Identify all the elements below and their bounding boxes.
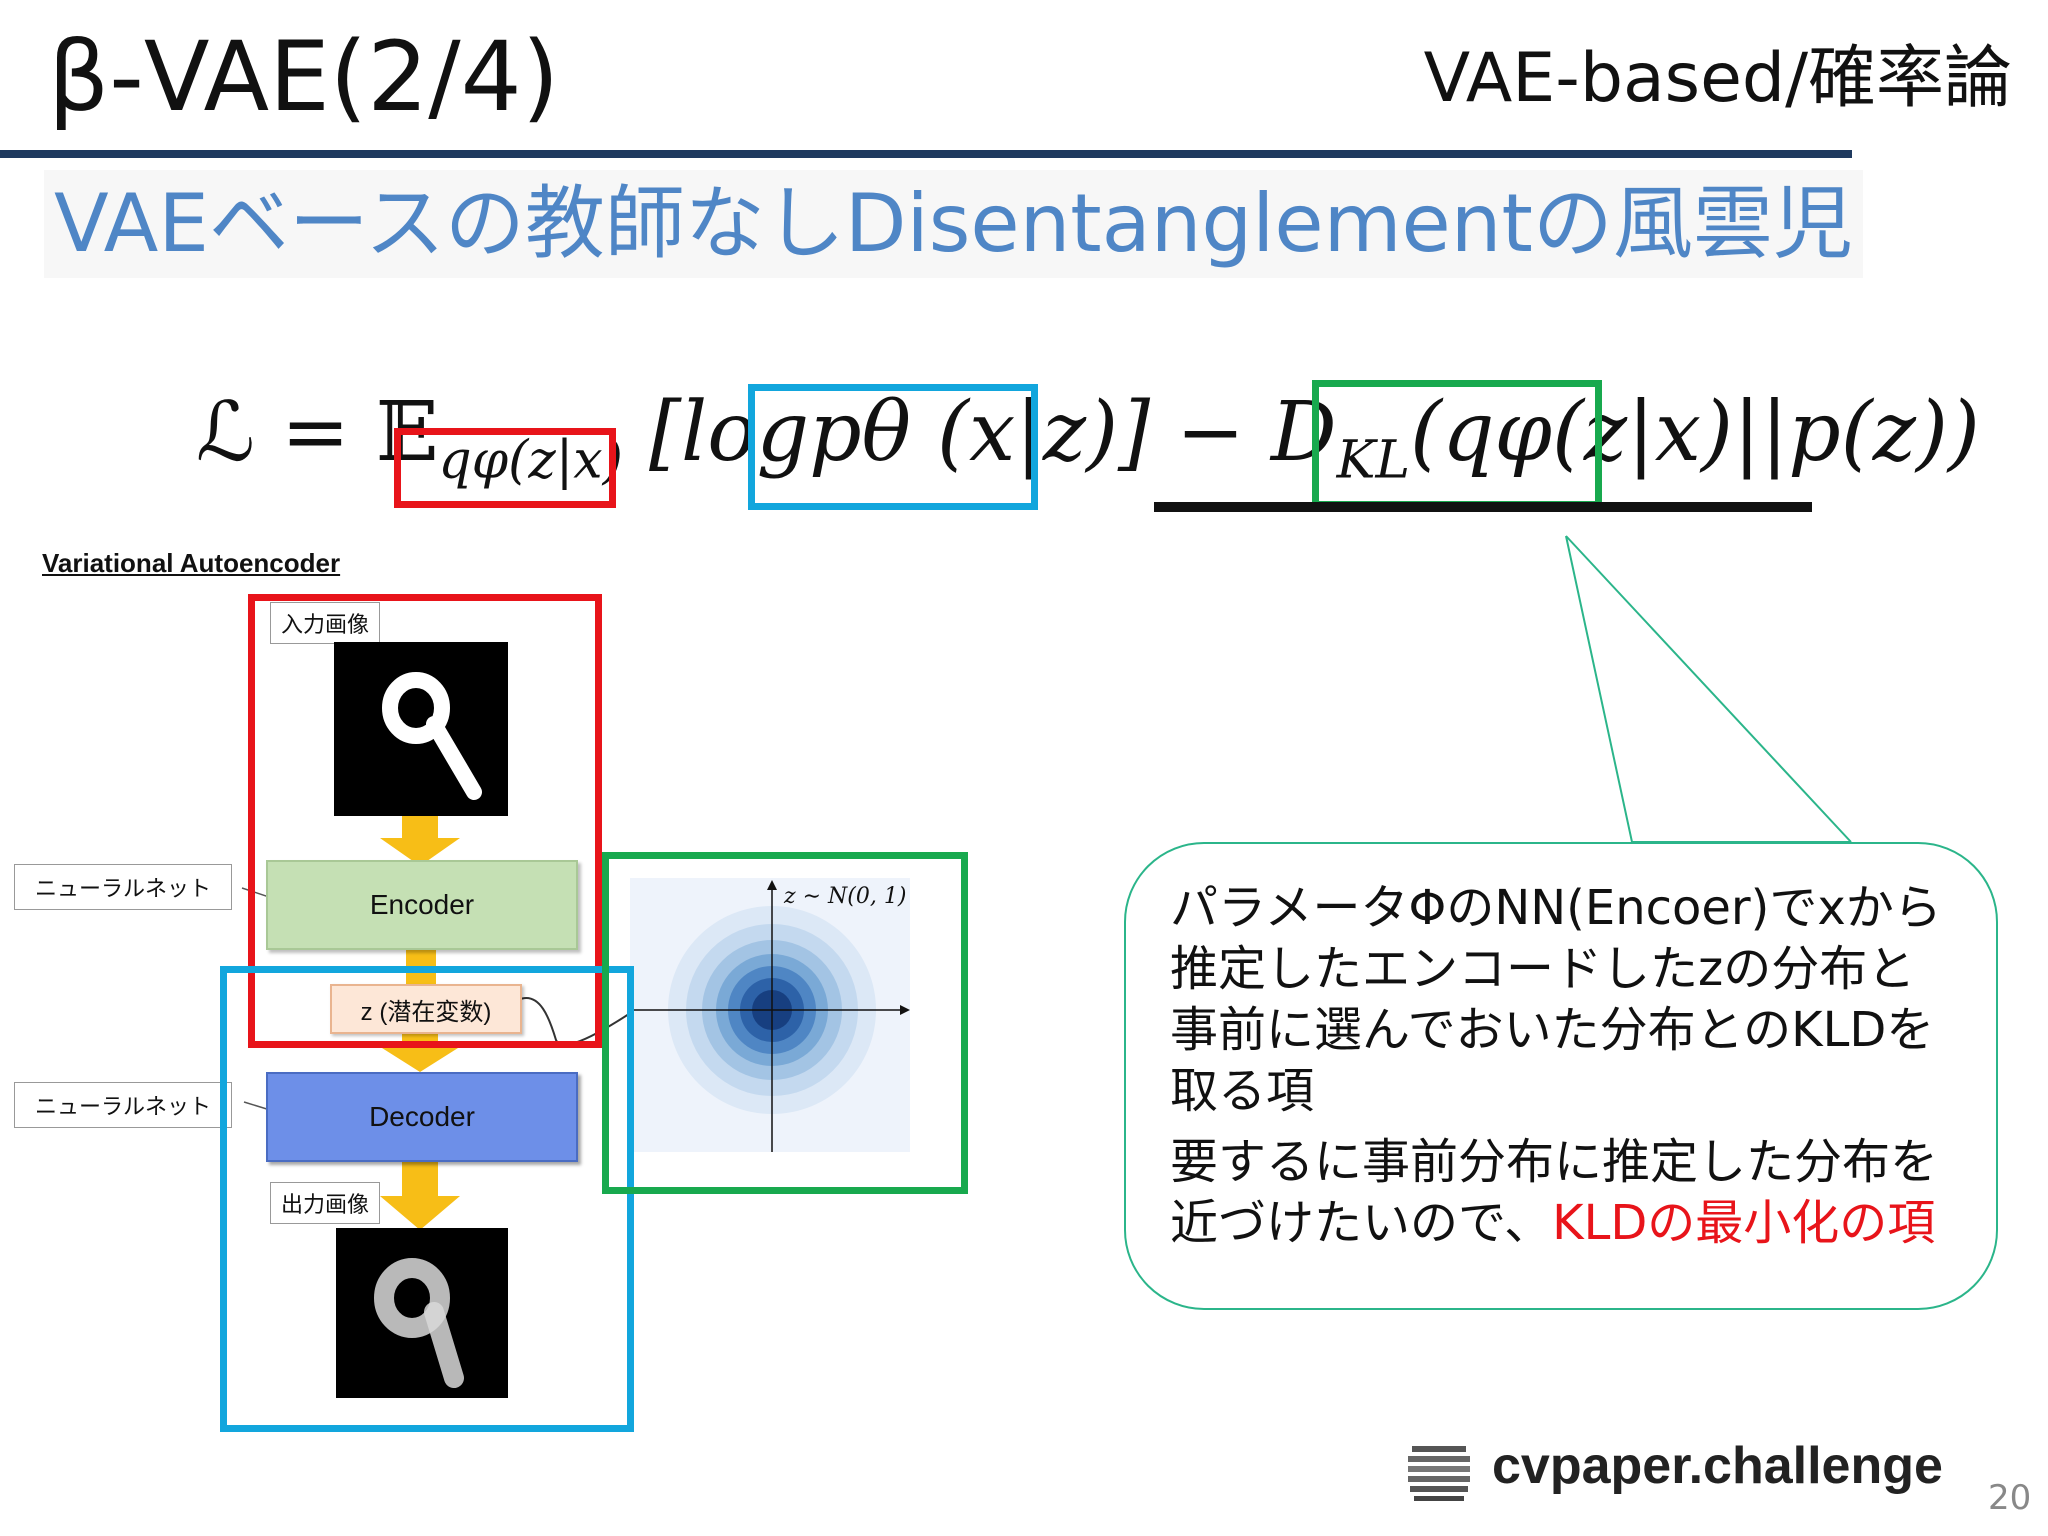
arrow-down-icon-3 — [380, 1160, 460, 1230]
callout-line-3: 事前に選んでおいた分布とのKLDを — [1170, 1002, 1935, 1058]
slide-category: VAE-based/確率論 — [1423, 39, 2012, 118]
kl-term-underline — [1154, 502, 1812, 512]
callout-line-6: 近づけたいので、KLDの最小化の項 — [1170, 1193, 1960, 1254]
callout-highlight: KLDの最小化の項 — [1552, 1195, 1936, 1251]
figure-title: Variational Autoencoder — [42, 548, 341, 578]
latent-variable-box: z (潜在変数) — [330, 984, 522, 1034]
callout-text: パラメータΦのNN(Encoer)でxから 推定したエンコードしたzの分布と 事… — [1170, 878, 1960, 1254]
nn-label-decoder: ニューラルネット — [14, 1082, 233, 1128]
formula-bracket-close: ] − D — [1118, 385, 1337, 480]
title-divider — [0, 150, 1852, 158]
formula-expectation-subscript: qφ(z|x) — [438, 430, 623, 491]
encoder-block: Encoder — [266, 860, 578, 950]
arrow-down-icon-2 — [382, 1032, 458, 1072]
input-digit-image — [334, 642, 508, 816]
digit-nine-output-icon — [374, 1258, 464, 1388]
decoder-highlight-blue — [220, 966, 634, 1432]
slide-title: β-VAE(2/4) — [48, 21, 560, 133]
page-number: 20 — [1988, 1478, 2032, 1518]
callout-line-2: 推定したエンコードしたzの分布と — [1170, 941, 1916, 997]
nn-label-encoder: ニューラルネット — [14, 864, 233, 910]
formula-bracket-open: [log — [622, 385, 810, 480]
digit-nine-input-icon — [382, 672, 482, 800]
elbo-formula: ℒ = 𝔼qφ(z|x) [logpθ (x|z)] − DKL(qφ(z|x)… — [196, 378, 1980, 515]
slide-subtitle: VAEベースの教師なしDisentanglementの風雲児 — [44, 170, 1863, 278]
input-image-label: 入力画像 — [270, 602, 381, 644]
callout-line-5: 要するに事前分布に推定した分布を — [1170, 1134, 1939, 1190]
decoder-block: Decoder — [266, 1072, 578, 1162]
prior-highlight-green — [602, 852, 968, 1194]
cvpaper-logo-icon — [1408, 1446, 1470, 1501]
gaussian-contour-icon — [634, 880, 910, 1158]
formula-kl-open: ( — [1410, 385, 1443, 480]
formula-kl-subscript: KL — [1336, 430, 1411, 491]
arrow-down-icon — [380, 816, 460, 866]
formula-highlight-blue — [748, 384, 1038, 510]
callout-line-4: 取る項 — [1170, 1063, 1315, 1119]
callout-bubble — [1124, 842, 1998, 1310]
callout-line-6-prefix: 近づけたいので、 — [1170, 1195, 1553, 1251]
callout-line-1: パラメータΦのNN(Encoer)でxから — [1170, 880, 1942, 936]
prior-distribution-plot: z ∼ N(0, 1) — [630, 878, 910, 1158]
output-digit-image — [336, 1228, 508, 1398]
prior-label: z ∼ N(0, 1) — [784, 884, 907, 909]
formula-prior: ||p(z)) — [1733, 385, 1980, 480]
formula-highlight-red — [394, 428, 616, 508]
output-image-label: 出力画像 — [270, 1182, 381, 1224]
formula-posterior: qφ(z|x) — [1442, 385, 1733, 480]
footer-logo-text: cvpaper.challenge — [1492, 1437, 1943, 1495]
formula-likelihood: pθ (x|z) — [809, 385, 1119, 480]
encoder-highlight-red — [248, 594, 602, 1048]
